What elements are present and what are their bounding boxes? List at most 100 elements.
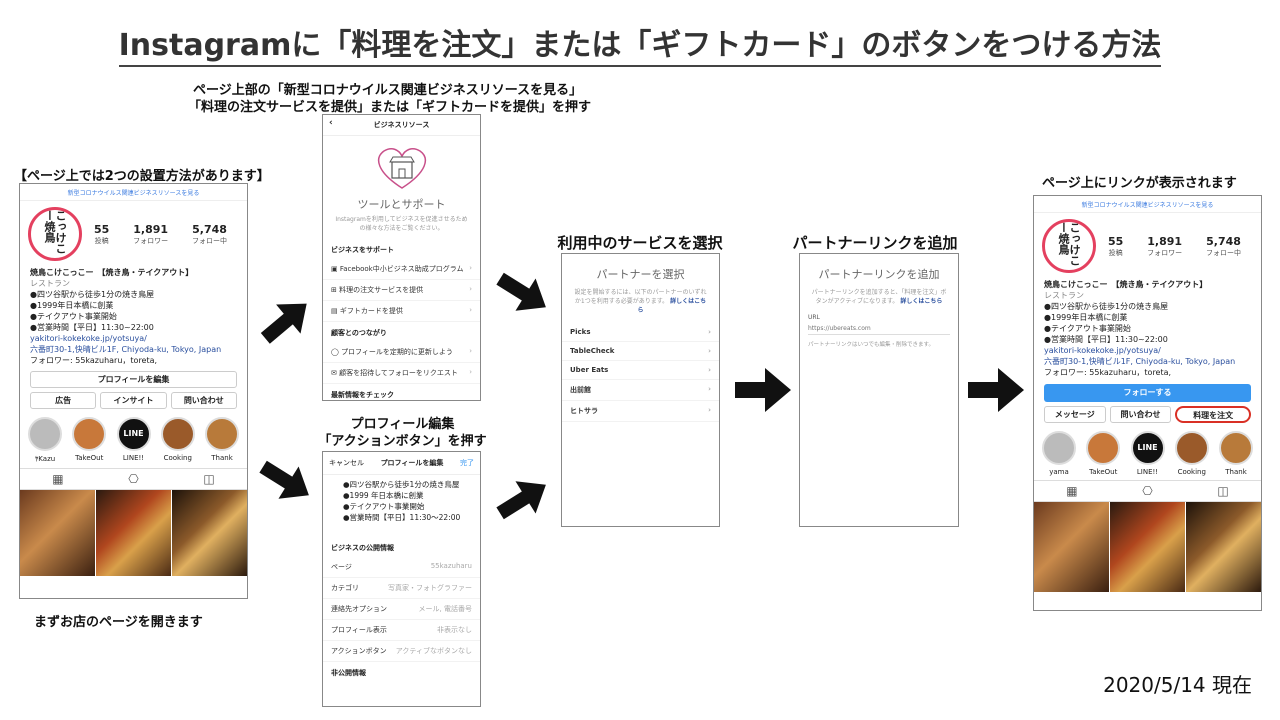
caption-partner-select: 利用中のサービスを選択	[557, 234, 723, 252]
arrow-to-link-icon	[733, 362, 793, 422]
igtv-icon[interactable]: ⎔	[128, 472, 139, 486]
profile-website-link[interactable]: yakitori-kokekoke.jp/yotsuya/	[30, 334, 147, 343]
contact-button[interactable]: 問い合わせ	[170, 392, 237, 409]
resources-header: ‹ ビジネスリソース	[323, 115, 480, 136]
ads-button[interactable]: 広告	[30, 392, 97, 409]
section-connect: 顧客とのつながり	[331, 329, 387, 337]
result-contact-button[interactable]: 問い合わせ	[1109, 406, 1172, 423]
section-support: ビジネスをサポート	[331, 246, 394, 254]
result-banner-link[interactable]: 新型コロナウイルス関連ビジネスリソースを見る	[1034, 196, 1261, 213]
arrow-right-up-icon	[255, 290, 317, 356]
partner-link-desc: パートナーリンクを追加すると、「料理を注文」ボタンがアクティブになります。 詳し…	[811, 289, 947, 305]
photo-1[interactable]	[20, 490, 95, 576]
profile-address[interactable]: 六番町30-1,快晴ビル1F, Chiyoda-ku, Tokyo, Japan	[30, 345, 222, 354]
partner-desc: 設定を開始するには、以下のパートナーのいずれか1つを利用する必要があります。 詳…	[574, 289, 707, 314]
url-label: URL	[808, 314, 820, 321]
partner-select-screen: パートナーを選択 設定を開始するには、以下のパートナーのいずれか1つを利用する必…	[561, 253, 720, 527]
highlight-1[interactable]: ﾔKazu	[28, 417, 62, 464]
result-igtv-icon[interactable]: ⎔	[1142, 484, 1153, 498]
order-food-button[interactable]: 料理を注文	[1175, 406, 1251, 423]
partner-link-note: パートナーリンクはいつでも編集・削除できます。	[808, 342, 934, 348]
partner-hitosara[interactable]: ヒトサラ›	[562, 401, 719, 422]
caption-partner-link: パートナーリンクを追加	[792, 234, 958, 252]
result-website-link[interactable]: yakitori-kokekoke.jp/yotsuya/	[1044, 346, 1161, 355]
result-tagged-icon[interactable]: ◫	[1217, 484, 1229, 498]
edit-title: プロフィールを編集	[380, 459, 444, 467]
result-highlight-4[interactable]: Cooking	[1174, 431, 1209, 476]
date-stamp: 2020/5/14 現在	[1103, 673, 1252, 697]
partner-tablecheck[interactable]: TableCheck›	[562, 342, 719, 361]
caption-mid-top-2: 「料理の注文サービスを提供」または「ギフトカードを提供」を押す	[188, 100, 592, 115]
edit-bio-field[interactable]: ●四ツ谷駅から徒歩1分の焼き鳥屋 ●1999 年日本橋に創業 ●テイクアウト事業…	[343, 480, 461, 522]
row-action-button[interactable]: アクションボタンアクティブなボタンなし	[323, 641, 480, 662]
caption-left-bottom: まずお店のページを開きます	[34, 615, 203, 630]
cancel-button[interactable]: キャンセル	[329, 459, 364, 467]
partner-link-screen: パートナーリンクを追加 パートナーリンクを追加すると、「料理を注文」ボタンがアク…	[799, 253, 959, 527]
grid-icon[interactable]: ▦	[52, 472, 64, 486]
resources-desc: Instagramを利用してビジネスを促進させるための様々な方法をご覧ください。	[335, 216, 468, 232]
profile-tab-bar: ▦ ⎔ ◫	[20, 468, 247, 490]
insights-button[interactable]: インサイト	[100, 392, 167, 409]
result-avatar[interactable]: こっけこー焼鳥	[1042, 219, 1096, 273]
photo-2[interactable]	[96, 490, 171, 576]
result-highlight-2[interactable]: TakeOut	[1086, 431, 1121, 476]
partner-heading: パートナーを選択	[596, 268, 685, 281]
arrow-right-down-icon	[255, 450, 317, 516]
url-input[interactable]	[808, 323, 950, 335]
partner-link-heading: パートナーリンクを追加	[818, 268, 940, 281]
highlight-5[interactable]: Thank	[205, 417, 239, 464]
result-tab-bar: ▦ ⎔ ◫	[1034, 480, 1261, 502]
edit-profile-button[interactable]: プロフィールを編集	[30, 371, 237, 388]
partner-picks[interactable]: Picks›	[562, 323, 719, 342]
tagged-icon[interactable]: ◫	[203, 472, 215, 486]
row-category[interactable]: カテゴリ写真家・フォトグラファー	[323, 578, 480, 599]
follow-button[interactable]: フォローする	[1044, 384, 1251, 402]
done-button[interactable]: 完了	[460, 459, 474, 467]
result-address[interactable]: 六番町30-1,快晴ビル1F, Chiyoda-ku, Tokyo, Japan	[1044, 357, 1236, 366]
menu-invite-customers[interactable]: ✉ 顧客を招待してフォローをリクエスト›	[323, 363, 480, 384]
message-button[interactable]: メッセージ	[1044, 406, 1106, 423]
resources-banner-link[interactable]: 新型コロナウイルス関連ビジネスリソースを見る	[20, 184, 247, 201]
result-highlight-1[interactable]: yama	[1042, 431, 1076, 476]
result-photo-1[interactable]	[1034, 502, 1109, 592]
resources-heading: ツールとサポート	[357, 198, 446, 211]
photo-3[interactable]	[172, 490, 247, 576]
arrow-to-result-icon	[966, 362, 1026, 422]
result-highlight-5[interactable]: Thank	[1219, 431, 1253, 476]
result-grid-icon[interactable]: ▦	[1066, 484, 1078, 498]
avatar[interactable]: こっけこー焼鳥	[28, 207, 82, 261]
section-latest: 最新情報をチェック	[331, 391, 394, 399]
row-profile-display[interactable]: プロフィール表示非表示なし	[323, 620, 480, 641]
highlight-4[interactable]: Cooking	[160, 417, 195, 464]
row-contact-options[interactable]: 連絡先オプションメール, 電話番号	[323, 599, 480, 620]
result-photo-3[interactable]	[1186, 502, 1261, 592]
profile-bio: 焼鳥こけこっこー 【焼き鳥・テイクアウト】 レストラン ●四ツ谷駅から徒歩1分の…	[20, 267, 247, 366]
partner-ubereats[interactable]: Uber Eats›	[562, 361, 719, 380]
caption-left-top: 【ページ上では2つの設置方法があります】	[14, 169, 270, 184]
result-photo-grid	[1034, 502, 1261, 592]
resources-screen: ‹ ビジネスリソース ツールとサポート Instagramを利用してビジネスを促…	[322, 114, 481, 401]
caption-mid-top-1: ページ上部の「新型コロナウイルス関連ビジネスリソースを見る」	[193, 83, 583, 98]
menu-grant-program[interactable]: ▣ Facebook中小ビジネス助成プログラム›	[323, 259, 480, 280]
menu-gift-card[interactable]: ▤ ギフトカードを提供›	[323, 301, 480, 322]
caption-mid-bottom-2: 「アクションボタン」を押す	[318, 434, 487, 449]
back-icon[interactable]: ‹	[329, 118, 333, 128]
highlight-2[interactable]: TakeOut	[72, 417, 107, 464]
menu-food-order[interactable]: ⊞ 料理の注文サービスを提供›	[323, 280, 480, 301]
result-photo-2[interactable]	[1110, 502, 1185, 592]
edit-header: キャンセル プロフィールを編集 完了	[323, 452, 480, 475]
page-title: Instagramに「料理を注文」または「ギフトカード」のボタンをつける方法	[0, 20, 1280, 67]
caption-right-top: ページ上にリンクが表示されます	[1042, 176, 1237, 191]
partner-demaekan[interactable]: 出前館›	[562, 380, 719, 401]
menu-update-profile[interactable]: ◯ プロフィールを定期的に更新しよう›	[323, 342, 480, 363]
